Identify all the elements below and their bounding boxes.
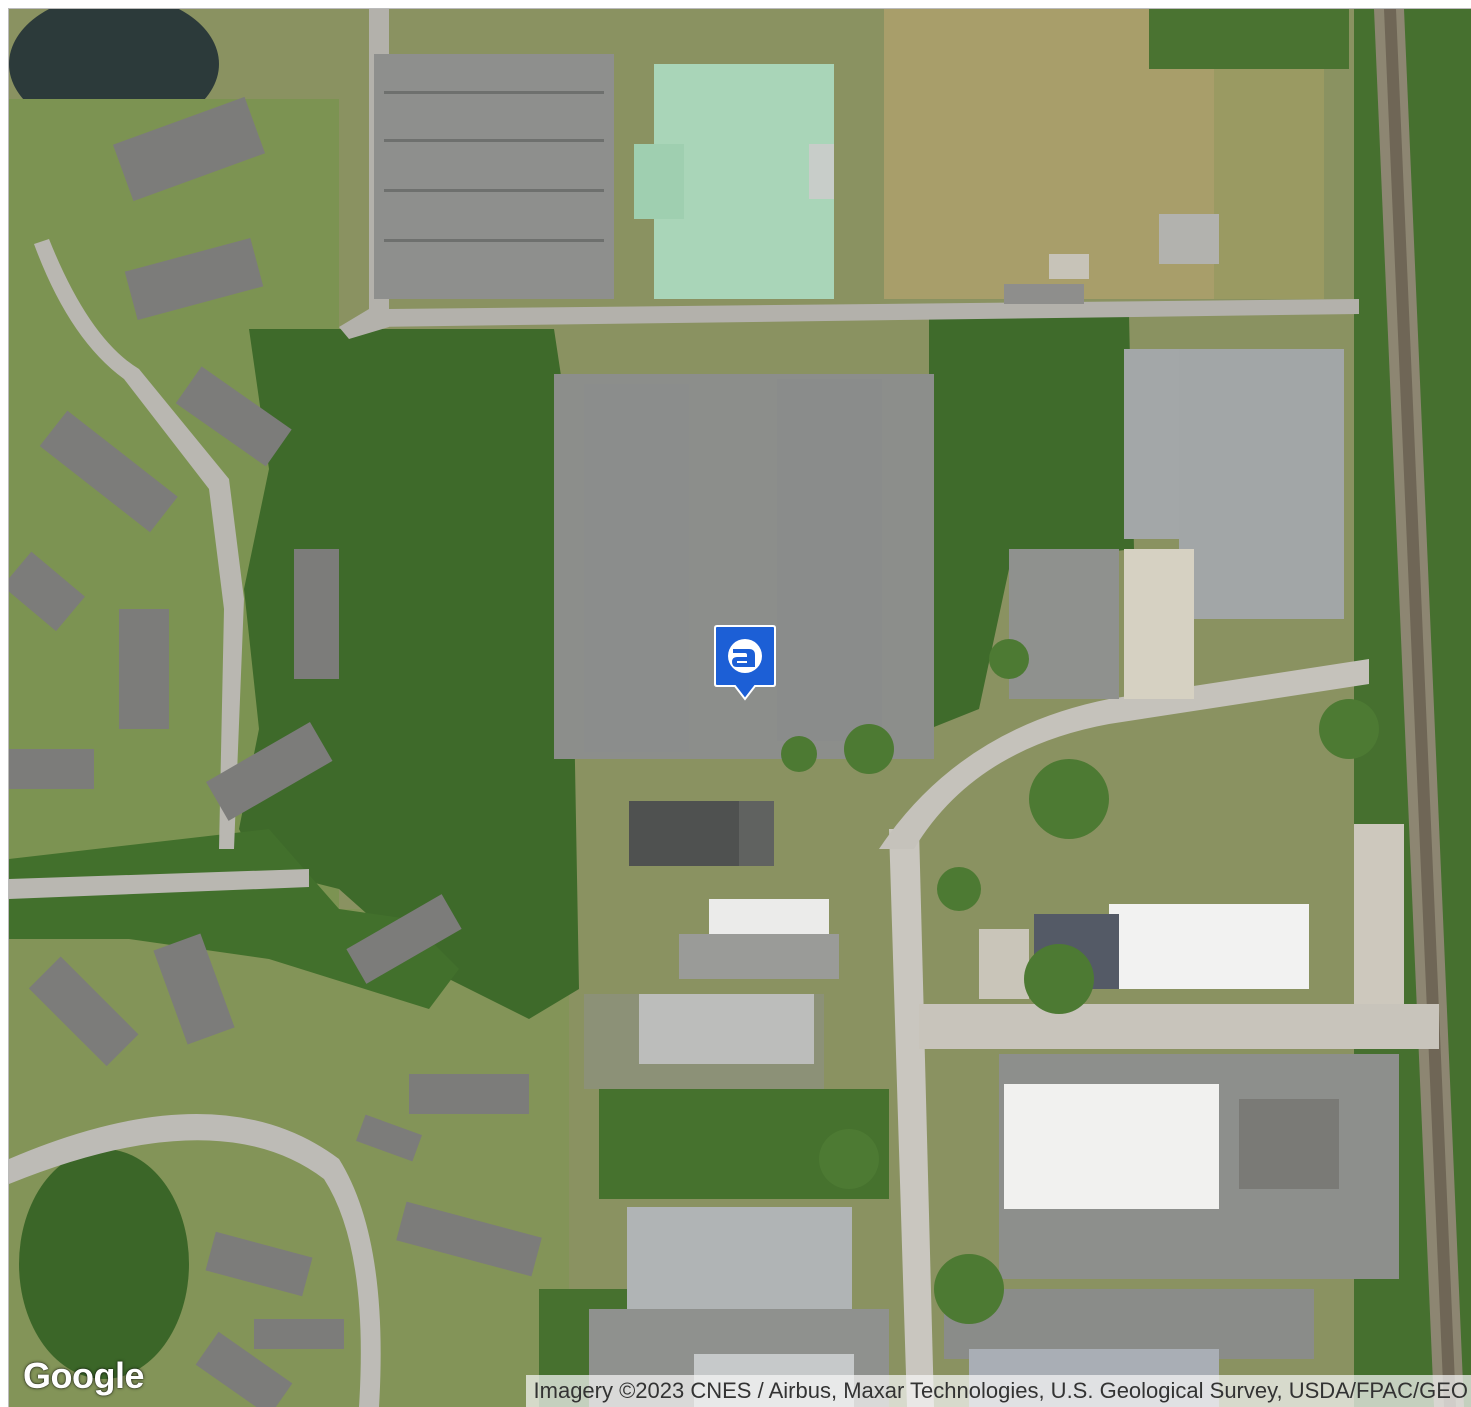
apartments-logo-pin-icon[interactable] bbox=[714, 625, 776, 703]
imagery-attribution: Imagery ©2023 CNES / Airbus, Maxar Techn… bbox=[525, 1375, 1471, 1407]
map-canvas[interactable]: Google Imagery ©2023 CNES / Airbus, Maxa… bbox=[8, 8, 1471, 1407]
apartments-logo-icon bbox=[728, 639, 762, 673]
satellite-imagery bbox=[9, 9, 1471, 1407]
google-logo: Google bbox=[23, 1355, 145, 1396]
